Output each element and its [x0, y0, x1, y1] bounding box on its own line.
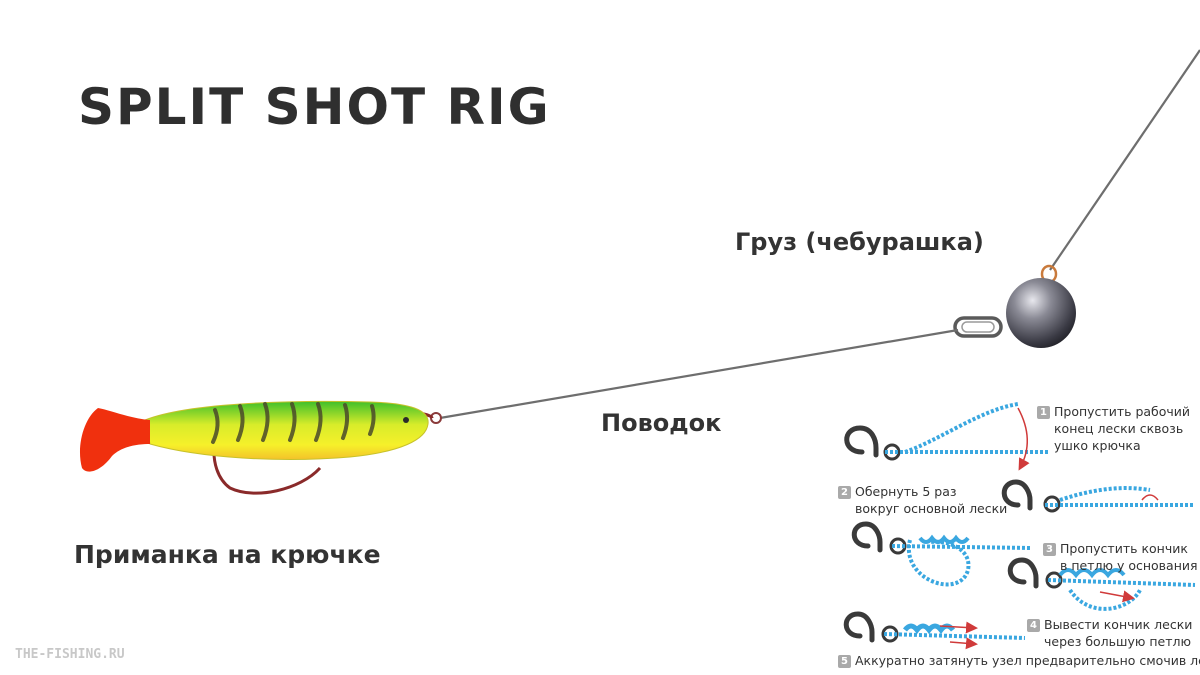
page-title: SPLIT SHOT RIG — [78, 78, 551, 136]
lure-label: Приманка на крючке — [74, 540, 381, 569]
step-number-badge: 4 — [1027, 619, 1040, 632]
leader-label: Поводок — [601, 409, 722, 437]
step-text: через большую петлю — [1044, 634, 1192, 649]
knot-step-4-drawing — [843, 611, 1026, 650]
weight-label: Груз (чебурашка) — [735, 228, 984, 256]
step-text: Аккуратно затянуть узел предварительно с… — [855, 653, 1200, 668]
knot-diagram — [843, 402, 1196, 650]
step-text: Пропустить рабочий — [1054, 404, 1191, 419]
step-text: конец лески сквозь — [1054, 421, 1184, 436]
watermark: THE-FISHING.RU — [15, 647, 125, 662]
knot-step-1b-drawing — [1001, 479, 1195, 513]
knot-step-2-drawing — [851, 521, 1031, 587]
knot-step-1: 1 Пропустить рабочий конец лески сквозь у… — [1037, 403, 1190, 454]
knot-step-5: 5 Аккуратно затянуть узел предварительно … — [838, 652, 1200, 669]
step-number-badge: 3 — [1043, 543, 1056, 556]
step-number-badge: 1 — [1037, 406, 1050, 419]
step-number-badge: 2 — [838, 486, 851, 499]
step-number-badge: 5 — [838, 655, 851, 668]
main-line — [1049, 49, 1200, 271]
knot-step-3-drawing — [1007, 557, 1196, 611]
knot-step-3: 3 Пропустить кончик в петлю у основания — [1043, 540, 1198, 574]
weight-sinker — [953, 264, 1076, 348]
leader-line — [439, 328, 959, 420]
step-text: Пропустить кончик — [1060, 541, 1188, 556]
step-text: ушко крючка — [1054, 438, 1141, 453]
step-text: в петлю у основания — [1060, 558, 1198, 573]
lure-icon — [79, 400, 429, 472]
step-text: Обернуть 5 раз — [855, 484, 957, 499]
step-text: вокруг основной лески — [855, 501, 1008, 516]
knot-step-4: 4 Вывести кончик лески через большую петл… — [1027, 616, 1192, 650]
knot-step-2: 2 Обернуть 5 раз вокруг основной лески — [838, 483, 1007, 517]
knot-step-1-drawing — [844, 402, 1050, 471]
step-text: Вывести кончик лески — [1044, 617, 1193, 632]
